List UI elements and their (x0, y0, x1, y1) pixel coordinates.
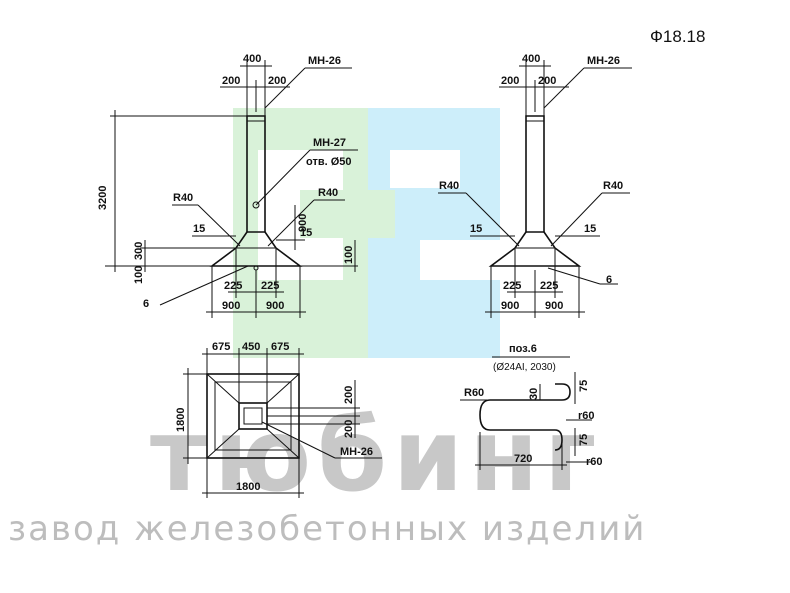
r60-top-detail: r60 (578, 410, 595, 422)
plan-view: 675 450 675 1800 1800 200 200 МН-26 (175, 341, 382, 498)
dim-75-bottom-detail: 75 (578, 434, 590, 446)
dim-200-left-side: 200 (501, 75, 519, 87)
dim-30-detail: 30 (528, 388, 540, 400)
dim-900-right-side: 900 (545, 300, 563, 312)
front-view: 400 200 200 МН-26 МН-27 отв. Ø50 R40 R40… (97, 53, 358, 318)
dim-400: 400 (243, 53, 261, 65)
dim-900-right-front: 900 (266, 300, 284, 312)
label-r40-right-front: R40 (318, 187, 338, 199)
dim-15-left-front: 15 (193, 223, 205, 235)
dim-720-detail: 720 (514, 453, 532, 465)
drawing-title: Ф18.18 (650, 27, 705, 46)
label-mn26-plan: МН-26 (340, 446, 373, 458)
pos-mark-front: 6 (143, 298, 149, 310)
dim-400-side: 400 (522, 53, 540, 65)
dim-900-left-side: 900 (501, 300, 519, 312)
detail-title: поз.6 (509, 343, 537, 355)
label-mn27: МН-27 (313, 137, 346, 149)
label-r60-detail: R60 (464, 387, 484, 399)
label-r40-right-side: R40 (603, 180, 623, 192)
dim-75-top-detail: 75 (578, 380, 590, 392)
dim-1800-horizontal: 1800 (236, 481, 260, 493)
dim-225-left-front: 225 (224, 280, 242, 292)
dim-225-right-front: 225 (261, 280, 279, 292)
dim-200-right: 200 (268, 75, 286, 87)
label-mn26-front: МН-26 (308, 55, 341, 67)
dim-15-left-side: 15 (470, 223, 482, 235)
dim-200-right-side: 200 (538, 75, 556, 87)
label-r40-left-side: R40 (439, 180, 459, 192)
dim-900-left-front: 900 (222, 300, 240, 312)
watermark-logo (233, 108, 500, 358)
dim-225-left-side: 225 (503, 280, 521, 292)
watermark-brand: тюбинг (150, 397, 602, 514)
detail-spec: (Ø24AI, 2030) (493, 362, 556, 373)
label-r40-left-front: R40 (173, 192, 193, 204)
dim-1800-vertical: 1800 (175, 408, 187, 432)
dim-200-lower-plan: 200 (343, 420, 355, 438)
dim-100-left-front: 100 (133, 266, 145, 284)
side-view: 400 200 200 МН-26 R40 R40 15 15 225 225 … (438, 53, 632, 318)
dim-100-right-front: 100 (343, 246, 355, 264)
dim-200-upper-plan: 200 (343, 386, 355, 404)
dim-3200: 3200 (97, 186, 109, 210)
dim-225-right-side: 225 (540, 280, 558, 292)
watermark-subtitle: завод железобетонных изделий (8, 509, 646, 549)
dim-900-vertical: 900 (297, 214, 309, 232)
dim-200-left: 200 (222, 75, 240, 87)
pos-mark-side: 6 (606, 274, 612, 286)
dim-450: 450 (242, 341, 260, 353)
rebar-detail: поз.6 (Ø24AI, 2030) R60 30 75 r60 75 r60… (460, 343, 603, 470)
label-hole: отв. Ø50 (306, 156, 352, 168)
dim-300: 300 (133, 242, 145, 260)
dim-675-left: 675 (212, 341, 230, 353)
dim-15-right-front: 15 (300, 227, 312, 239)
r60-bottom-detail: r60 (586, 456, 603, 468)
label-mn26-side: МН-26 (587, 55, 620, 67)
dim-15-right-side: 15 (584, 223, 596, 235)
dim-675-right: 675 (271, 341, 289, 353)
